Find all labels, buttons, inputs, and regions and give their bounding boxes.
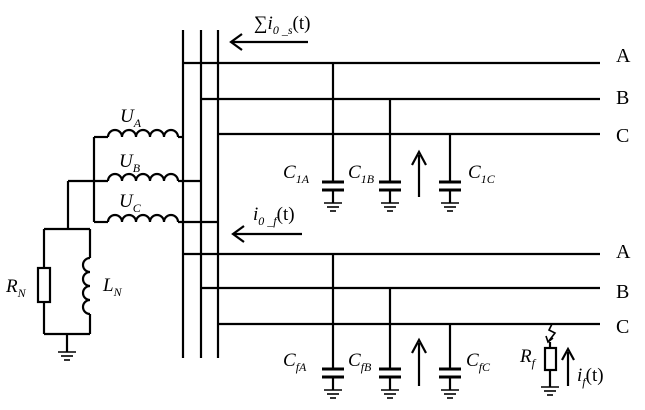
ground-icon [58,352,76,360]
label-c1c: C1C [468,162,496,186]
busbars [183,30,218,358]
capacitor-cfa [322,254,344,398]
fault-resistor [545,348,556,370]
label-rf: Rf [519,346,537,370]
neutral-resistor [38,268,50,302]
source-windings [68,130,218,222]
label-cfa: CfA [283,350,307,374]
up-arrow-icon [412,340,426,386]
capacitor-c1c [439,134,461,211]
feeder-2-lines [183,254,600,324]
fault-current-arrow [233,226,302,242]
phase-label-c-top: C [616,125,629,147]
ground-icon [441,390,459,398]
ground-icon [324,203,342,211]
label-c1a: C1A [283,162,310,186]
label-rn: RN [5,276,27,300]
fault-current-label: i0 _f(t) [253,204,295,228]
phase-label-a-bottom: A [616,241,631,263]
label-cfb: CfB [348,350,372,374]
ground-icon [541,387,559,395]
capacitor-c1b [379,99,401,211]
phase-label-a-top: A [616,45,631,67]
label-ub: UB [119,151,141,175]
label-c1b: C1B [348,162,375,186]
sum-current-arrow [231,34,308,50]
neutral-inductor [83,258,90,314]
label-if: if(t) [577,365,604,389]
phase-label-b-bottom: B [616,281,629,303]
feeder-2-phase-labels: A B C [616,241,631,338]
feeder-1-lines [183,63,600,134]
ground-icon [381,203,399,211]
neutral-grounding [38,181,90,360]
feeder-1-phase-labels: A B C [616,45,631,147]
capacitor-cfb [379,288,401,398]
label-cfc: CfC [466,350,491,374]
sum-current-label: ∑i0 _s(t) [254,13,310,37]
phase-label-b-top: B [616,87,629,109]
capacitor-c1a [322,63,344,211]
fault-path [541,324,559,395]
label-ua: UA [120,106,142,130]
ground-icon [324,390,342,398]
fault-current-up-arrow-icon [562,349,574,386]
label-uc: UC [119,191,142,215]
ground-icon [441,203,459,211]
phase-label-c-bottom: C [616,316,629,338]
ground-icon [381,390,399,398]
up-arrow-icon [412,152,426,197]
capacitor-cfc [439,324,461,398]
label-ln: LN [102,275,123,299]
